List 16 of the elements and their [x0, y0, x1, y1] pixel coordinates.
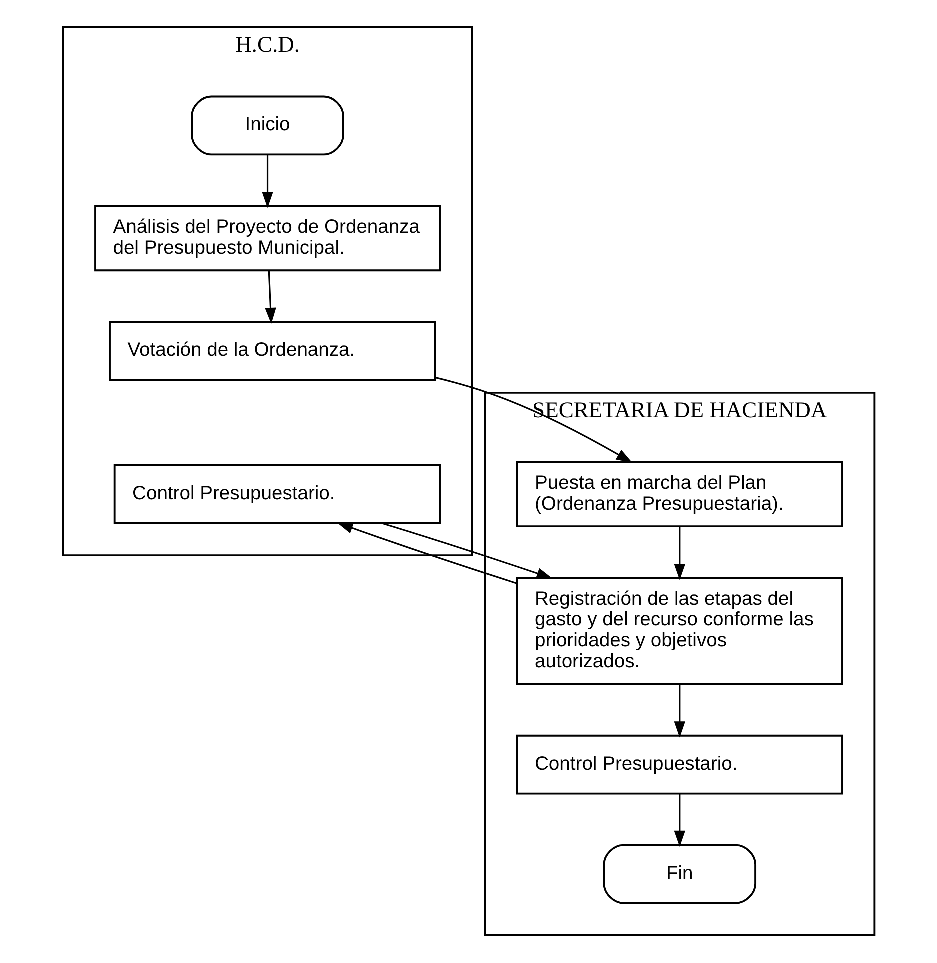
node-box: Control Presupuestario.: [516, 734, 843, 795]
arrow: [674, 526, 686, 580]
node-box: Análisis del Proyecto de Ordenanza del Presupuesto Municipal.: [94, 205, 440, 272]
node-box: Inicio: [190, 96, 344, 156]
node-box: Puesta en marcha del Plan (Ordenanza Presupuestaria).: [516, 461, 843, 528]
arrow: [264, 271, 276, 324]
node-box: Registración de las etapas del gasto y del recurso conforme las prioridades y objetivos autorizados.: [516, 577, 843, 686]
arrow: [434, 376, 632, 464]
arrow: [336, 522, 517, 584]
arrow: [262, 154, 273, 208]
arrow: [674, 684, 686, 738]
node-box: Fin: [602, 844, 756, 904]
arrow: [674, 794, 686, 848]
node-box: Votación de la Ordenanza.: [108, 321, 436, 382]
node-box: Control Presupuestario.: [113, 464, 440, 524]
arrow: [382, 522, 552, 580]
